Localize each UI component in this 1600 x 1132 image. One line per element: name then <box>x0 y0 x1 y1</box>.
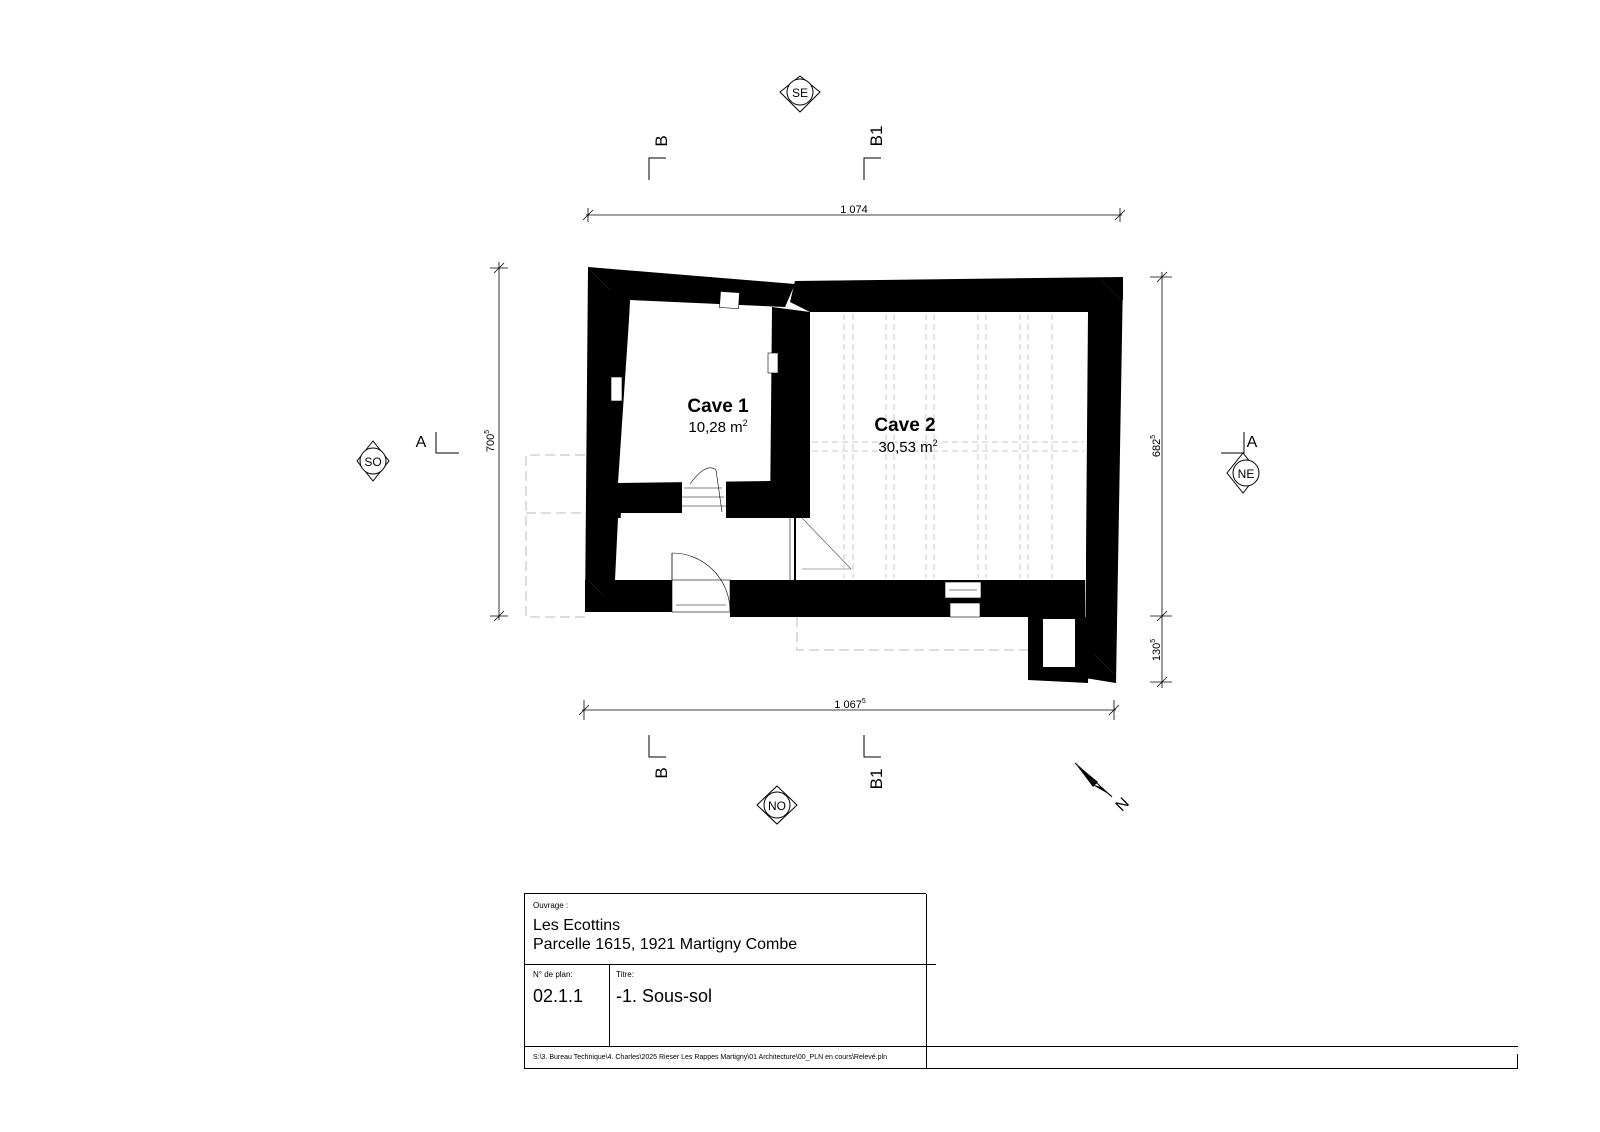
walls <box>585 267 1123 683</box>
section-marks <box>435 157 1245 758</box>
elevation-marker-no: NO <box>756 785 798 825</box>
title-label: Titre: <box>616 970 634 979</box>
elevation-marker-so: SO <box>356 440 390 482</box>
niche <box>767 352 779 374</box>
section-label-a-right: A <box>1247 434 1258 451</box>
ouvrage-label: Ouvrage : <box>533 901 569 910</box>
section-label-b-top: B <box>652 135 671 146</box>
svg-text:N: N <box>1113 795 1133 815</box>
room-name-cave1: Cave 1 <box>687 396 749 417</box>
door-swing <box>671 552 731 612</box>
svg-text:NE: NE <box>1238 467 1255 481</box>
wall-south-mid <box>730 580 1085 617</box>
room-area-cave1: 10,28 m2 <box>688 418 747 436</box>
room-area-cave2: 30,53 m2 <box>878 438 937 456</box>
ceiling-beams <box>812 314 1084 578</box>
cave1-floor <box>618 305 770 483</box>
dashed-outlines <box>525 454 1028 651</box>
door-opening <box>671 579 731 613</box>
wall-partition-h2 <box>726 481 810 518</box>
north-arrow-icon: N <box>1074 762 1133 815</box>
section-label-b1-top: B1 <box>867 126 886 147</box>
room-name-cave2: Cave 2 <box>874 415 935 436</box>
plan-number: 02.1.1 <box>533 986 584 1006</box>
corner-marks <box>587 269 1121 676</box>
elevation-marker-ne: NE <box>1226 452 1260 494</box>
plan-title: -1. Sous-sol <box>616 986 713 1006</box>
plan-number-label: N° de plan: <box>533 970 573 979</box>
dim-left: 7005 <box>484 430 497 452</box>
niche <box>610 376 623 402</box>
wall-partition-v <box>770 307 810 518</box>
section-label-b-bottom: B <box>652 767 671 778</box>
wall-main-north <box>790 277 1123 312</box>
wall-cave1-north <box>588 267 795 307</box>
dim-bottom: 1 0675 <box>834 698 866 711</box>
project-name: Les Ecottins <box>533 917 621 934</box>
niche <box>719 291 740 309</box>
svg-text:SO: SO <box>364 455 381 469</box>
annex-void <box>1043 619 1075 667</box>
title-block: Ouvrage : Les Ecottins Parcelle 1615, 19… <box>524 893 1518 1069</box>
file-path: S:\3. Bureau Technique\4. Charles\2025 R… <box>533 1054 887 1061</box>
wall-south <box>585 580 672 612</box>
wall-partition-h <box>618 481 682 513</box>
section-label-b1-bottom: B1 <box>867 769 886 790</box>
cave2-floor <box>812 312 1086 580</box>
dim-top: 1 074 <box>840 204 868 216</box>
stair-lines <box>682 467 726 513</box>
stair <box>682 481 726 515</box>
corridor-floor <box>615 518 795 580</box>
dimension-lines <box>490 208 1172 720</box>
dim-right-upper: 6825 <box>1150 435 1163 457</box>
door-partition <box>801 517 852 570</box>
svg-text:NO: NO <box>768 799 786 813</box>
project-parcel: Parcelle 1615, 1921 Martigny Combe <box>533 936 798 953</box>
section-label-a-left: A <box>416 434 427 451</box>
wall-main-east <box>1085 277 1123 683</box>
elevation-marker-se: SE <box>779 75 821 113</box>
svg-text:SE: SE <box>792 86 808 100</box>
dim-right-lower: 1305 <box>1150 639 1163 661</box>
